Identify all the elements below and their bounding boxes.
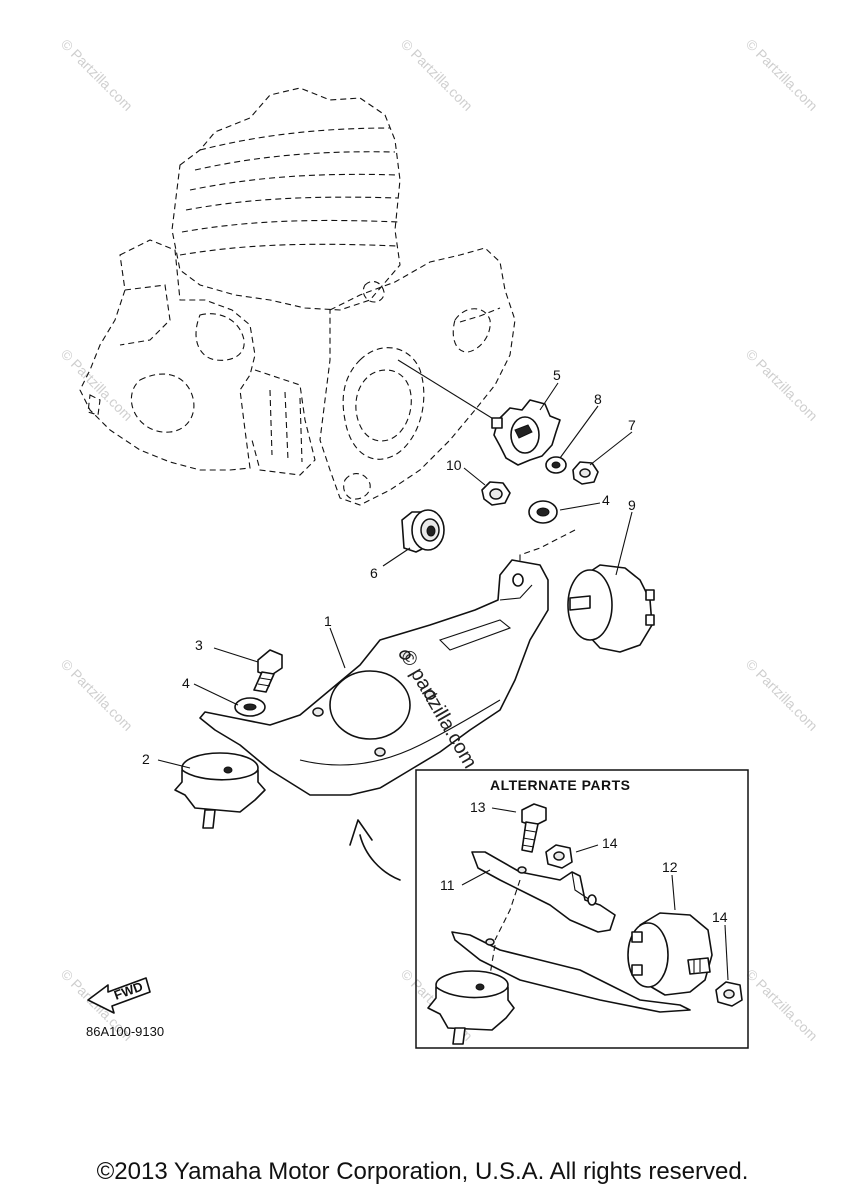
part-5-damper <box>491 399 561 466</box>
callout-13: 13 <box>470 799 486 815</box>
part-6-bushing <box>401 509 445 553</box>
alternate-parts-box: ALTERNATE PARTS <box>415 769 749 1049</box>
callout-3: 3 <box>195 637 203 653</box>
watermark: © Partzilla.com <box>398 36 476 114</box>
part-13-bolt <box>521 803 547 853</box>
part-9-mount <box>567 564 655 653</box>
leader-line <box>461 869 491 886</box>
drawing-code: 86A100-9130 <box>86 1024 164 1039</box>
engine-outline <box>79 87 516 506</box>
part-7-nut <box>572 461 599 485</box>
watermark: © Partzilla.com <box>743 346 821 424</box>
callout-9: 9 <box>628 497 636 513</box>
alternate-parts-title: ALTERNATE PARTS <box>490 777 631 793</box>
callout-5: 5 <box>553 367 561 383</box>
watermark: © Partzilla.com <box>58 346 136 424</box>
leader-line <box>724 924 729 981</box>
leader-line <box>491 807 517 813</box>
callout-7: 7 <box>628 417 636 433</box>
fwd-direction-arrow <box>349 819 401 881</box>
part-4-washer-upper <box>528 500 558 524</box>
part-1-bracket <box>199 559 549 796</box>
part-3-bolt <box>253 649 283 693</box>
part-2-mount <box>174 752 266 829</box>
watermark: © Partzilla.com <box>743 966 821 1044</box>
watermark: © Partzilla.com <box>743 36 821 114</box>
part-14-nut-upper <box>545 844 573 869</box>
leader-lines <box>157 382 633 769</box>
callout-4-lower: 4 <box>182 675 190 691</box>
part-4-washer-lower <box>234 697 266 717</box>
leader-line <box>671 874 676 911</box>
part-14-nut-lower <box>715 981 743 1007</box>
watermark: © Partzilla.com <box>58 36 136 114</box>
callout-1: 1 <box>324 613 332 629</box>
base-plate <box>451 879 691 1013</box>
part-12-mount <box>627 912 713 996</box>
alt-rubber-mount <box>427 970 515 1045</box>
part-10-nut <box>481 481 511 506</box>
callout-12: 12 <box>662 859 678 875</box>
watermark: © Partzilla.com <box>743 656 821 734</box>
callout-14-lower: 14 <box>712 909 728 925</box>
callout-11: 11 <box>440 877 455 893</box>
copyright-notice: ©2013 Yamaha Motor Corporation, U.S.A. A… <box>96 1158 749 1185</box>
callout-8: 8 <box>594 391 602 407</box>
callout-6: 6 <box>370 565 378 581</box>
part-11-bracket <box>471 851 616 933</box>
leader-line <box>575 844 599 853</box>
callout-10: 10 <box>446 457 462 473</box>
callout-2: 2 <box>142 751 150 767</box>
callout-4-upper: 4 <box>602 492 610 508</box>
callout-14-upper: 14 <box>602 835 618 851</box>
part-8-washer <box>545 456 567 474</box>
leader-line <box>397 359 496 421</box>
watermark: © Partzilla.com <box>58 656 136 734</box>
